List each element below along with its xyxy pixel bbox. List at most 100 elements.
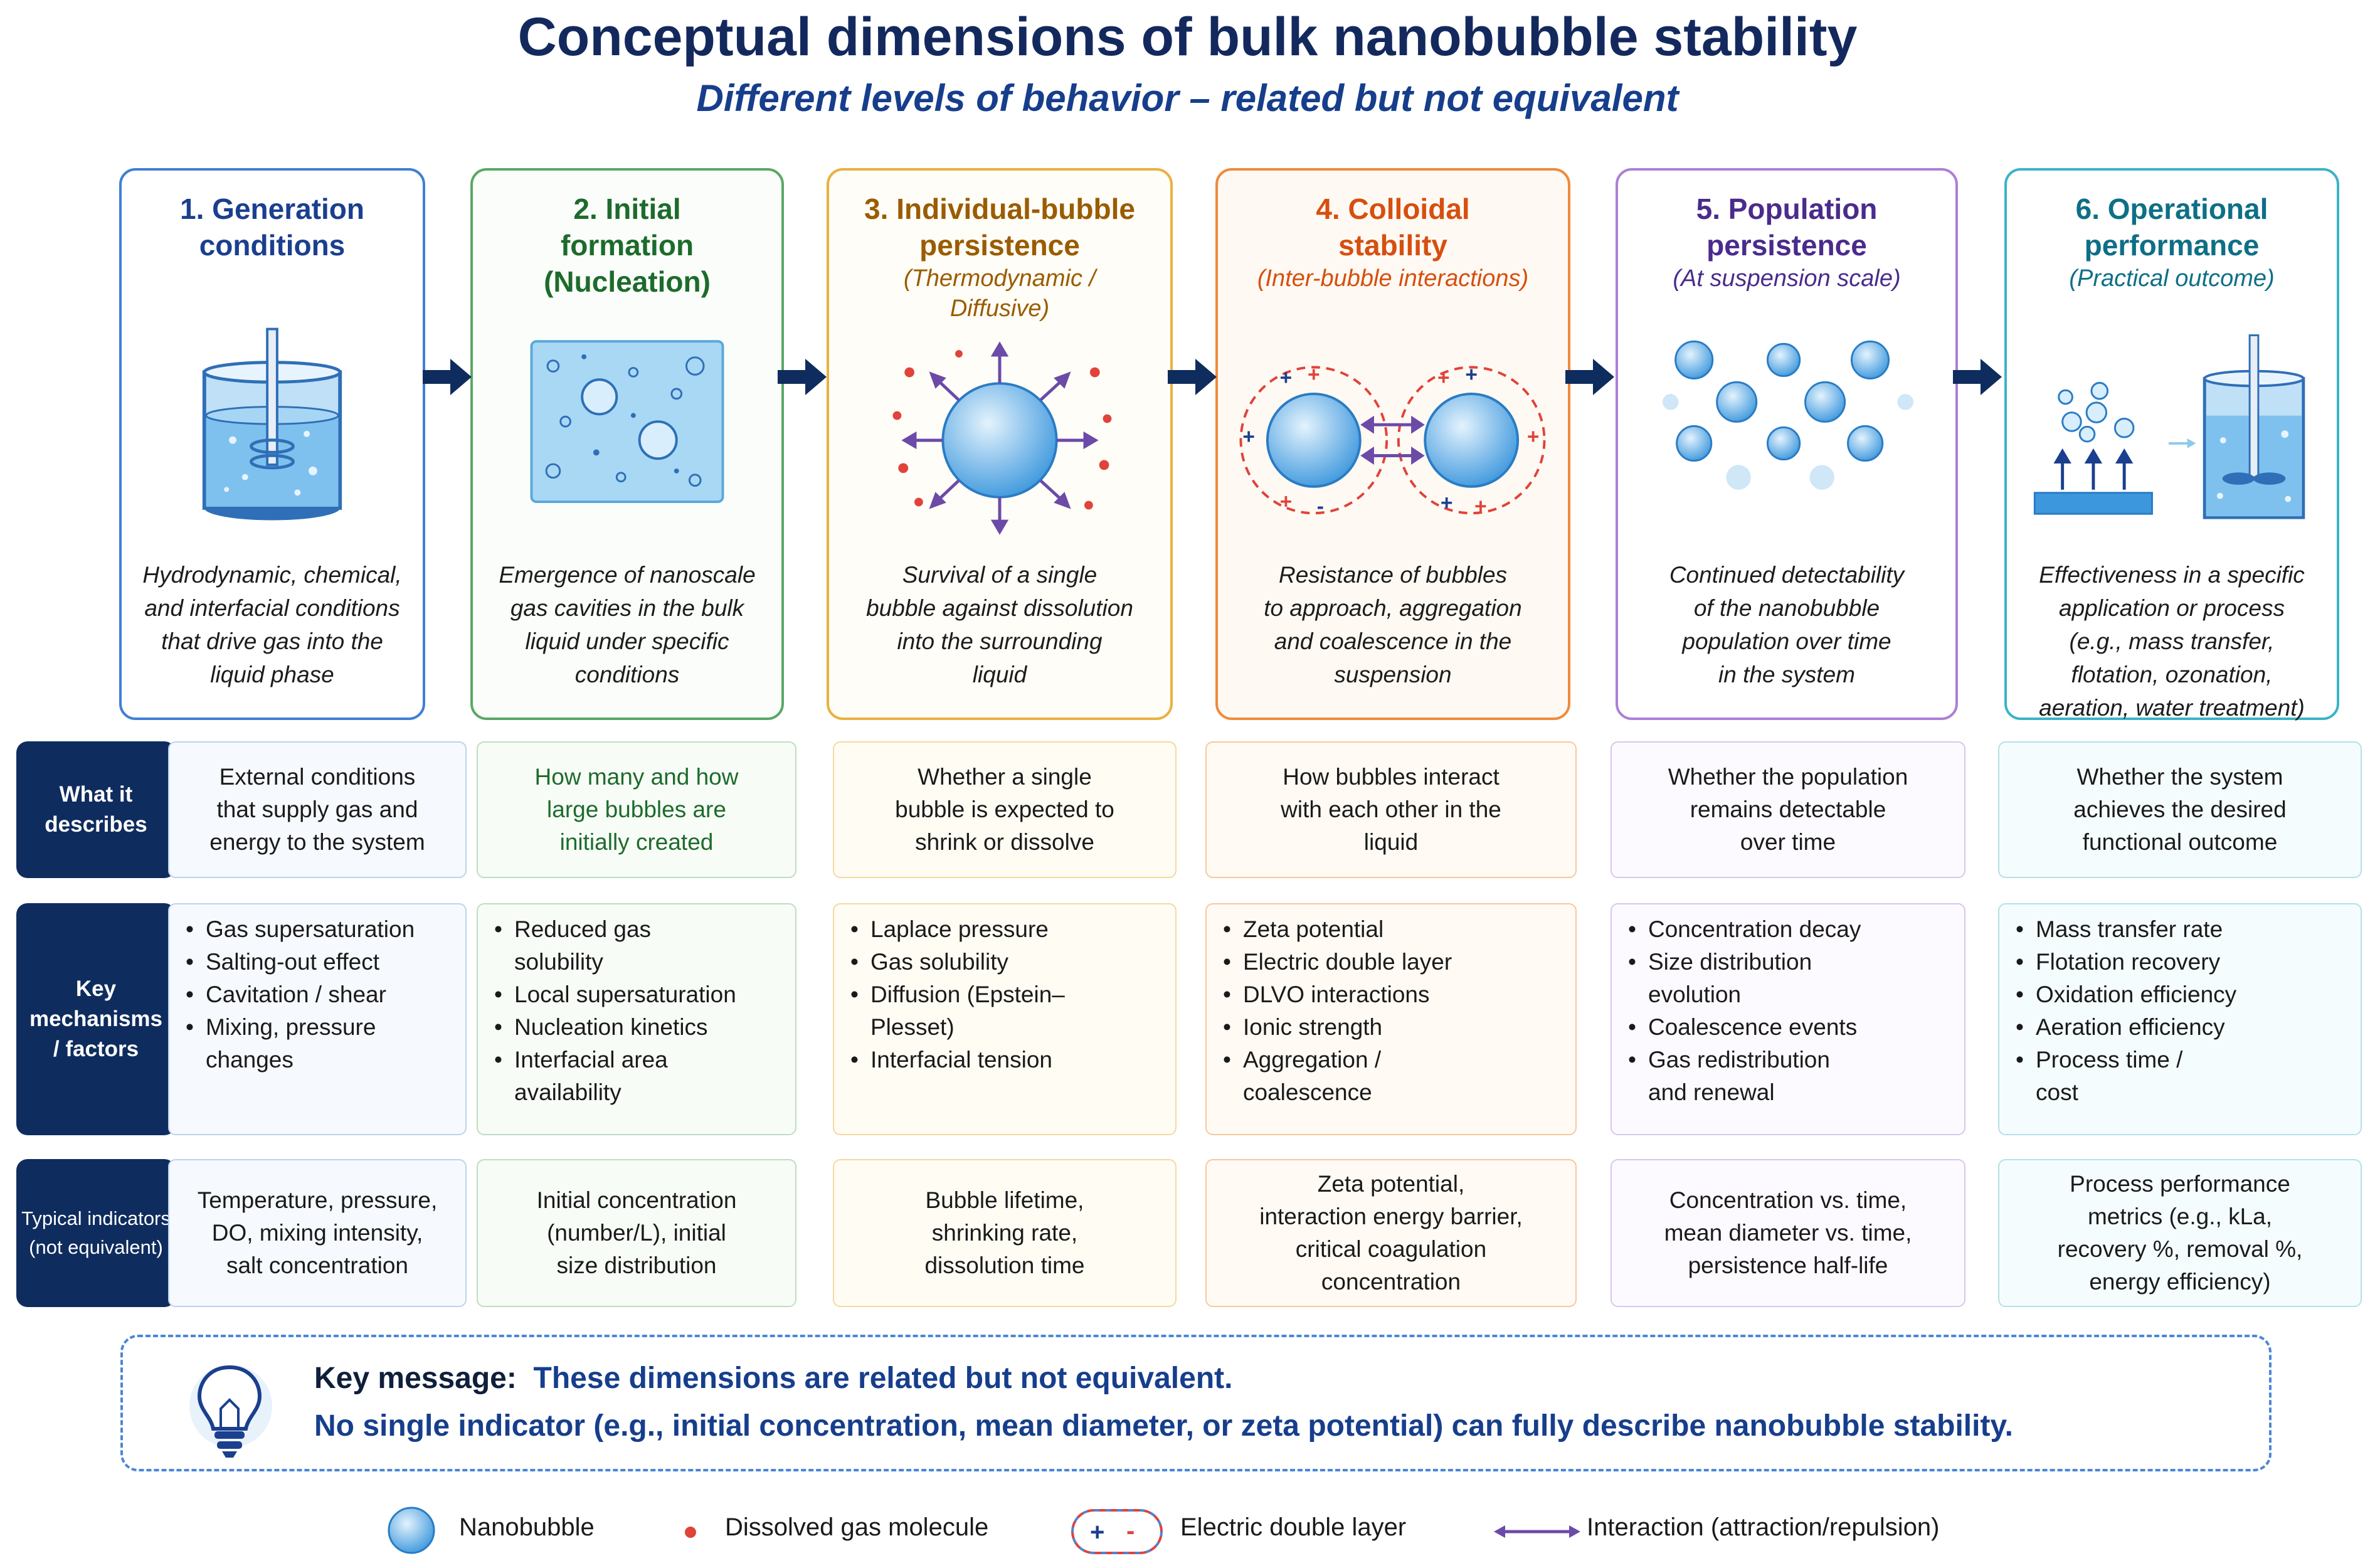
card-title: 3. Individual-bubble persistence xyxy=(864,193,1135,262)
legend-double-layer: Electric double layer xyxy=(1180,1513,1407,1541)
bubble-population-icon xyxy=(1662,340,1913,490)
svg-text:-: - xyxy=(1317,495,1324,518)
mechanism-item: Interfacial tension xyxy=(850,1044,1175,1076)
describes-cell: How many and how large bubbles are initi… xyxy=(477,741,796,878)
mixing-beaker-icon xyxy=(202,327,342,521)
interaction-arrow-legend-icon xyxy=(1494,1525,1580,1538)
double-layer-legend-icon: + - xyxy=(1071,1509,1163,1554)
nucleation-square-icon xyxy=(530,340,724,504)
indicators-cell: Initial concentration (number/L), initia… xyxy=(477,1159,796,1307)
mechanism-item: Salting-out effect xyxy=(186,946,465,978)
row-label-mechanisms: Key mechanisms / factors xyxy=(16,903,176,1135)
double-layer-bubbles-icon: ++ ++ -+ ++ ++ xyxy=(1239,363,1546,518)
arrow-right-icon xyxy=(778,359,827,395)
mechanism-item: Reduced gas solubility xyxy=(494,913,795,978)
card-subtitle: (Practical outcome) xyxy=(2069,265,2275,292)
key-message-label: Key message: xyxy=(314,1362,517,1395)
mechanism-item: Nucleation kinetics xyxy=(494,1011,795,1044)
mechanism-item: Gas supersaturation xyxy=(186,913,465,946)
mechanism-item: Electric double layer xyxy=(1223,946,1575,978)
mechanism-item: Gas solubility xyxy=(850,946,1175,978)
svg-text:+: + xyxy=(1308,363,1320,386)
mechanisms-list: Gas supersaturation Salting-out effect C… xyxy=(169,913,465,1076)
arrow-right-icon xyxy=(1953,359,2002,395)
card-description: Emergence of nanoscale gas cavities in t… xyxy=(499,562,756,687)
lightbulb-icon xyxy=(189,1365,272,1458)
card-description: Resistance of bubbles to approach, aggre… xyxy=(1264,562,1522,687)
legend-nanobubble: Nanobubble xyxy=(459,1513,595,1541)
mechanism-item: Aeration efficiency xyxy=(2016,1011,2361,1044)
svg-text:+: + xyxy=(1090,1518,1104,1546)
card-title: 4. Colloidal stability xyxy=(1316,193,1470,262)
mechanism-item: DLVO interactions xyxy=(1223,978,1575,1011)
indicators-cell: Zeta potential, interaction energy barri… xyxy=(1205,1159,1577,1307)
mechanisms-cell: Mass transfer rate Flotation recovery Ox… xyxy=(1998,903,2362,1135)
mechanisms-list: Concentration decay Size distribution ev… xyxy=(1612,913,1964,1109)
mechanism-item: Concentration decay xyxy=(1628,913,1964,946)
card-description: Effectiveness in a specific application … xyxy=(2039,562,2305,721)
card-title: 6. Operational performance xyxy=(2075,193,2268,262)
card-description: Continued detectability of the nanobubbl… xyxy=(1669,562,1905,687)
row-label-describes: What it describes xyxy=(16,741,176,878)
row-label-indicators: Typical indicators (not equivalent) xyxy=(16,1159,176,1307)
nanobubble-legend-icon xyxy=(388,1507,435,1554)
mechanisms-cell: Concentration decay Size distribution ev… xyxy=(1611,903,1965,1135)
mechanisms-list: Zeta potential Electric double layer DLV… xyxy=(1207,913,1575,1109)
mechanisms-cell: Zeta potential Electric double layer DLV… xyxy=(1205,903,1577,1135)
dissolving-bubble-icon xyxy=(892,341,1112,535)
mechanism-item: Local supersaturation xyxy=(494,978,795,1011)
svg-text:+: + xyxy=(1280,490,1293,513)
mechanism-item: Size distribution evolution xyxy=(1628,946,1964,1011)
legend-interaction: Interaction (attraction/repulsion) xyxy=(1587,1513,1940,1541)
mechanism-item: Mixing, pressure changes xyxy=(186,1011,465,1076)
key-message-line-2: No single indicator (e.g., initial conce… xyxy=(314,1409,2013,1443)
svg-text:+: + xyxy=(1242,425,1255,448)
aeration-tank-icon xyxy=(2033,334,2305,519)
key-message-line-1: These dimensions are related but not equ… xyxy=(533,1362,1233,1395)
card-title: 5. Population persistence xyxy=(1696,193,1878,262)
card-individual-persistence: 3. Individual-bubble persistence(Thermod… xyxy=(827,168,1173,720)
card-initial-formation: 2. Initial formation (Nucleation) Emerge… xyxy=(470,168,784,720)
mechanisms-cell: Laplace pressure Gas solubility Diffusio… xyxy=(833,903,1177,1135)
key-message-box: Key message: These dimensions are relate… xyxy=(120,1335,2272,1471)
svg-text:+: + xyxy=(1280,366,1293,389)
arrow-right-icon xyxy=(423,359,472,395)
indicators-cell: Temperature, pressure, DO, mixing intens… xyxy=(168,1159,467,1307)
mechanisms-list: Mass transfer rate Flotation recovery Ox… xyxy=(1999,913,2361,1109)
indicators-cell: Bubble lifetime, shrinking rate, dissolu… xyxy=(833,1159,1177,1307)
mechanism-item: Laplace pressure xyxy=(850,913,1175,946)
describes-cell: Whether the population remains detectabl… xyxy=(1611,741,1965,878)
mechanism-item: Gas redistribution and renewal xyxy=(1628,1044,1964,1109)
describes-cell: Whether the system achieves the desired … xyxy=(1998,741,2362,878)
arrow-right-icon xyxy=(1168,359,1217,395)
mechanism-item: Interfacial area availability xyxy=(494,1044,795,1109)
card-subtitle: (Inter-bubble interactions) xyxy=(1257,265,1529,292)
arrow-right-icon xyxy=(1565,359,1614,395)
svg-text:+: + xyxy=(1465,363,1478,386)
mechanism-item: Oxidation efficiency xyxy=(2016,978,2361,1011)
page-title: Conceptual dimensions of bulk nanobubble… xyxy=(517,7,1858,67)
card-subtitle: (Thermodynamic / Diffusive) xyxy=(903,265,1096,322)
mechanism-item: Mass transfer rate xyxy=(2016,913,2361,946)
card-operational-performance: 6. Operational performance (Practical out… xyxy=(2004,168,2339,721)
mechanism-item: Process time / cost xyxy=(2016,1044,2361,1109)
indicators-cell: Concentration vs. time, mean diameter vs… xyxy=(1611,1159,1965,1307)
svg-text:+: + xyxy=(1437,366,1450,389)
card-population-persistence: 5. Population persistence (At suspension … xyxy=(1616,168,1958,720)
mechanism-item: Ionic strength xyxy=(1223,1011,1575,1044)
describes-cell: External conditions that supply gas and … xyxy=(168,741,467,878)
mechanism-item: Coalescence events xyxy=(1628,1011,1964,1044)
mechanisms-list: Laplace pressure Gas solubility Diffusio… xyxy=(834,913,1175,1076)
svg-text:+: + xyxy=(1474,495,1487,518)
mechanism-item: Cavitation / shear xyxy=(186,978,465,1011)
page-subtitle: Different levels of behavior – related b… xyxy=(696,77,1679,119)
card-title: 2. Initial formation (Nucleation) xyxy=(544,193,711,298)
card-generation-conditions: 1. Generation conditions Hydrodynamic, c… xyxy=(119,168,425,720)
mechanisms-list: Reduced gas solubility Local supersatura… xyxy=(478,913,795,1109)
describes-cell: Whether a single bubble is expected to s… xyxy=(833,741,1177,878)
mechanism-item: Zeta potential xyxy=(1223,913,1575,946)
card-subtitle: (At suspension scale) xyxy=(1673,265,1901,292)
describes-cell: How bubbles interact with each other in … xyxy=(1205,741,1577,878)
mechanisms-cell: Reduced gas solubility Local supersatura… xyxy=(477,903,796,1135)
indicators-cell: Process performance metrics (e.g., kLa, … xyxy=(1998,1159,2362,1307)
